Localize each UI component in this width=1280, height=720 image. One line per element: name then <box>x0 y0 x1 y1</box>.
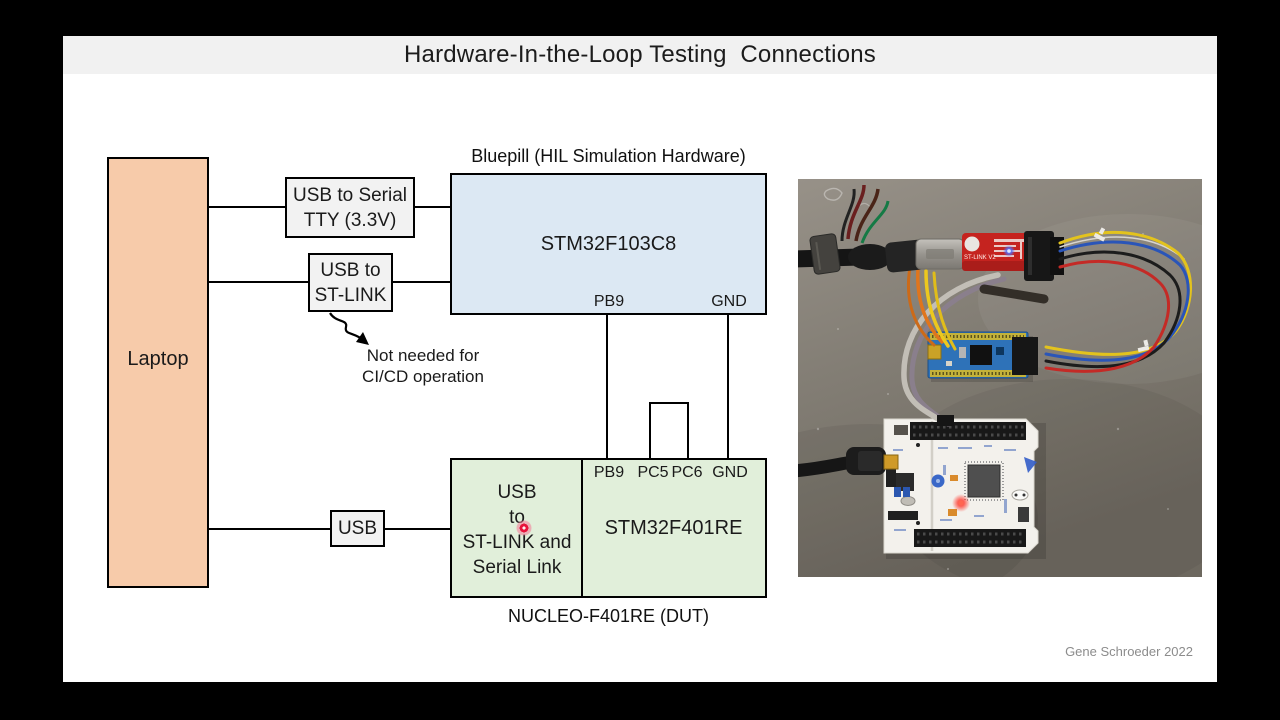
nucleo-left-line4: Serial Link <box>472 557 562 578</box>
nucleo-pin-pc6: PC6 <box>671 464 703 481</box>
usb-box: USB <box>330 510 385 547</box>
note-line2: CI/CD operation <box>362 367 484 386</box>
bluepill-board-photo <box>927 331 1038 382</box>
nucleo-board-photo <box>883 418 1046 559</box>
bluepill-pin-pb9: PB9 <box>593 293 625 310</box>
slide: Hardware-In-the-Loop Testing Connections… <box>63 36 1278 682</box>
page-title: Hardware-In-the-Loop Testing Connections <box>403 41 877 68</box>
note-arrow <box>329 312 364 341</box>
usb-stlink-adapter-box: USB to ST-LINK <box>308 253 393 312</box>
jumper-wire-bundle-right <box>1044 227 1192 373</box>
usb-serial-adapter-box: USB to Serial TTY (3.3V) <box>285 177 415 238</box>
stlink-dongle-label: ST-LINK V2 <box>964 255 996 261</box>
nucleo-chip-label: STM32F401RE <box>604 517 743 539</box>
bluepill-chip-label: STM32F103C8 <box>540 232 677 255</box>
nucleo-left-line3: ST-LINK and <box>462 532 572 553</box>
jumper-wires-left <box>906 265 957 351</box>
usb-serial-line2: TTY (3.3V) <box>303 209 397 231</box>
bluepill-chip-box: STM32F103C8 PB9 GND <box>450 173 767 315</box>
nucleo-pin-gnd: GND <box>712 464 748 481</box>
usb-label: USB <box>337 518 378 539</box>
laptop-box: Laptop <box>107 157 209 588</box>
nucleo-pin-pb9: PB9 <box>593 464 625 481</box>
nucleo-caption: NUCLEO-F401RE (DUT) <box>507 606 710 626</box>
nucleo-pin-pc5: PC5 <box>637 464 669 481</box>
title-bar: Hardware-In-the-Loop Testing Connections <box>63 36 1217 74</box>
stlink-assembly-photo: ST-LINK V2 <box>784 184 1064 281</box>
laptop-label: Laptop <box>127 348 189 370</box>
nucleo-left-section: USB to ST-LINK and Serial Link <box>452 480 582 580</box>
note-text: Not needed for CI/CD operation <box>356 345 490 387</box>
bluepill-caption: Bluepill (HIL Simulation Hardware) <box>471 146 746 166</box>
usb-serial-line1: USB to Serial <box>292 184 408 206</box>
nucleo-left-line1: USB <box>497 482 537 503</box>
bluepill-pin-gnd: GND <box>711 293 747 310</box>
laser-pointer-dot <box>516 520 532 536</box>
nucleo-chip-box: USB to ST-LINK and Serial Link PB9 PC5 P… <box>450 458 767 598</box>
nucleo-section-divider <box>581 460 583 596</box>
hardware-photo: ST-LINK V2 <box>698 179 1278 614</box>
note-line1: Not needed for <box>366 346 480 365</box>
dark-wire <box>979 284 1049 304</box>
usb-cable-photo <box>786 447 899 478</box>
attribution-text: Gene Schroeder 2022 <box>1065 644 1193 659</box>
usb-stlink-line1: USB to <box>320 259 381 281</box>
usb-stlink-line2: ST-LINK <box>314 284 387 306</box>
hardware-photo-image: ST-LINK V2 <box>698 179 1278 614</box>
serial-wire-loop <box>901 272 1007 427</box>
